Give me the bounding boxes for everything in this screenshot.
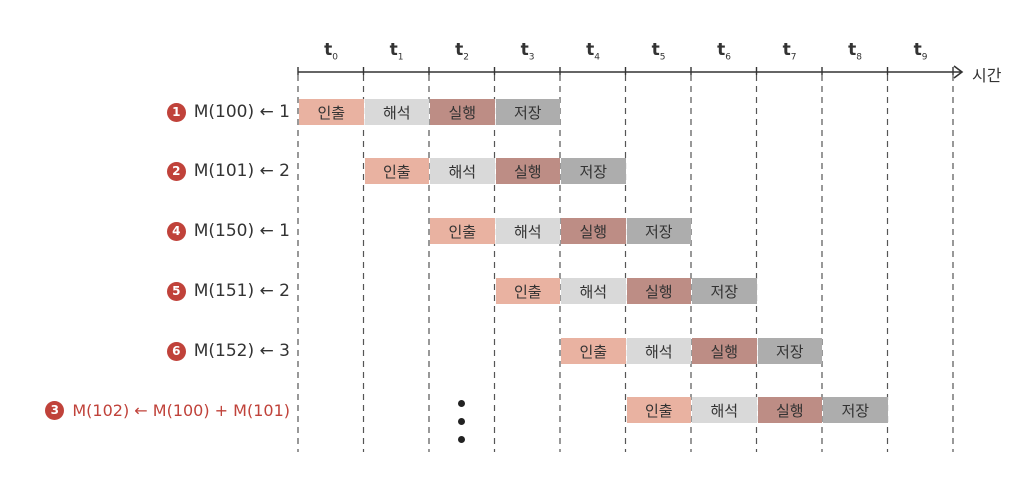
instruction-label: 6 M(152) ← 3: [166, 339, 290, 363]
instruction-number-badge: 1: [166, 102, 186, 122]
pipeline-stage-box: 인출: [626, 397, 691, 423]
pipeline-stage-box: 해석: [692, 397, 757, 423]
tick-base: t: [717, 40, 726, 60]
instruction-number-badge: 5: [166, 281, 186, 301]
pipeline-stage-box: 해석: [495, 218, 560, 244]
pipeline-stage-box: 저장: [823, 397, 888, 423]
tick-base: t: [455, 40, 464, 60]
tick-subscript: 7: [790, 52, 797, 63]
instruction-text: M(152) ← 3: [193, 341, 290, 361]
tick-subscript: 2: [463, 52, 469, 63]
instruction-number-badge: 2: [166, 161, 186, 181]
instruction-number-badge: 4: [166, 221, 186, 241]
pipeline-stage-box: 저장: [561, 158, 626, 184]
time-tick-label: t5: [626, 40, 692, 62]
ellipsis-dots: [458, 400, 468, 454]
pipeline-stage-box: 저장: [626, 218, 691, 244]
instruction-number-badge: 6: [166, 341, 186, 361]
instruction-number-badge: 3: [45, 400, 65, 420]
tick-base: t: [848, 40, 857, 60]
pipeline-stage-box: 저장: [692, 278, 757, 304]
instruction-label: 4 M(150) ← 1: [166, 219, 290, 243]
tick-subscript: 8: [856, 52, 862, 63]
pipeline-stage-box: 실행: [495, 158, 560, 184]
time-tick-label: t2: [429, 40, 495, 62]
tick-subscript: 4: [594, 52, 600, 63]
pipeline-stage-box: 실행: [430, 99, 495, 125]
tick-base: t: [520, 40, 529, 60]
instruction-text: M(100) ← 1: [193, 102, 290, 122]
time-axis-arrow: [298, 65, 964, 79]
time-tick-label: t3: [495, 40, 561, 62]
instruction-text: M(102) ← M(100) + M(101): [72, 400, 290, 420]
tick-subscript: 0: [332, 52, 338, 63]
time-tick-label: t7: [757, 40, 823, 62]
pipeline-stage-box: 해석: [626, 338, 691, 364]
tick-subscript: 5: [659, 52, 666, 63]
pipeline-stage-box: 실행: [561, 218, 626, 244]
time-tick-label: t9: [888, 40, 954, 62]
instruction-text: M(150) ← 1: [193, 221, 290, 241]
tick-subscript: 1: [397, 52, 404, 63]
pipeline-stage-box: 인출: [561, 338, 626, 364]
pipeline-stage-box: 인출: [430, 218, 495, 244]
tick-base: t: [782, 40, 791, 60]
tick-base: t: [651, 40, 660, 60]
pipeline-stage-box: 실행: [626, 278, 691, 304]
time-tick-label: t1: [364, 40, 430, 62]
ellipsis-dot: [458, 400, 465, 407]
instruction-text: M(151) ← 2: [193, 281, 290, 301]
instruction-label: 5 M(151) ← 2: [166, 279, 290, 303]
instruction-text: M(101) ← 2: [193, 161, 290, 181]
pipeline-stage-box: 인출: [495, 278, 560, 304]
time-tick-label: t6: [691, 40, 757, 62]
tick-subscript: 9: [921, 52, 928, 63]
pipeline-stage-box: 인출: [364, 158, 429, 184]
tick-base: t: [586, 40, 595, 60]
time-tick-label: t8: [822, 40, 888, 62]
instruction-label: 3 M(102) ← M(100) + M(101): [45, 398, 290, 422]
tick-subscript: 6: [725, 52, 731, 63]
tick-subscript: 3: [528, 52, 535, 63]
tick-base: t: [389, 40, 398, 60]
pipeline-stage-box: 해석: [561, 278, 626, 304]
pipeline-stage-box: 인출: [299, 99, 364, 125]
pipeline-stage-box: 실행: [757, 397, 822, 423]
pipeline-stage-box: 저장: [757, 338, 822, 364]
pipeline-stage-box: 해석: [430, 158, 495, 184]
time-axis-label: 시간: [972, 66, 1002, 85]
tick-base: t: [913, 40, 922, 60]
pipeline-stage-box: 실행: [692, 338, 757, 364]
time-tick-label: t4: [560, 40, 626, 62]
pipeline-stage-box: 저장: [495, 99, 560, 125]
pipeline-stage-box: 해석: [364, 99, 429, 125]
ellipsis-dot: [458, 418, 465, 425]
instruction-label: 1 M(100) ← 1: [166, 100, 290, 124]
ellipsis-dot: [458, 436, 465, 443]
instruction-label: 2 M(101) ← 2: [166, 159, 290, 183]
time-tick-label: t0: [298, 40, 364, 62]
tick-base: t: [324, 40, 333, 60]
